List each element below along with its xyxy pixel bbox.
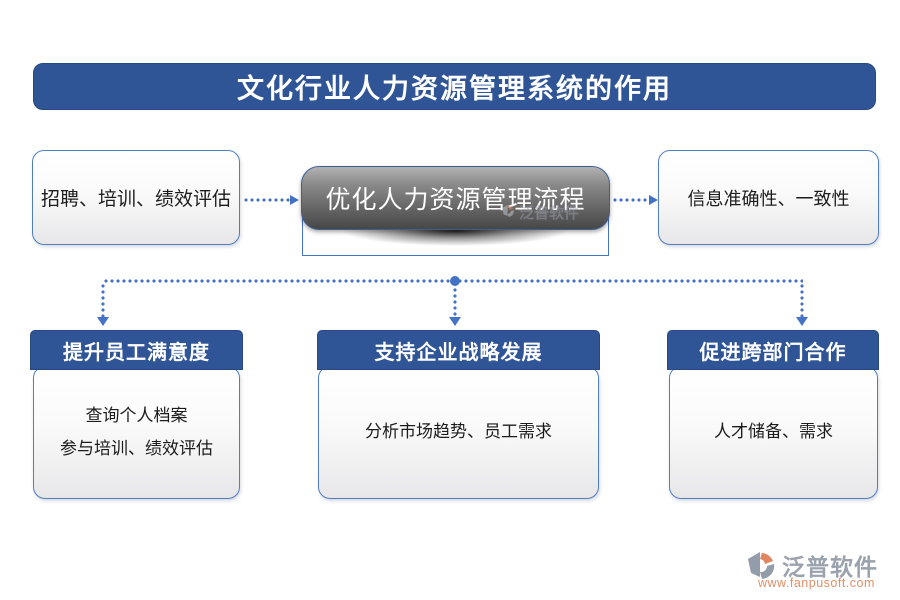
dotted-arrow-center-to-right — [612, 198, 650, 202]
connector-vertical-right — [800, 283, 804, 318]
connector-junction-dot — [450, 276, 460, 286]
dotted-arrow-left-to-center — [243, 198, 291, 202]
flow-box-accuracy-consistency: 信息准确性、一致性 — [658, 150, 879, 245]
card-body-line: 人才储备、需求 — [714, 422, 833, 442]
vendor-logo: 泛普软件 www.fanpusoft.com — [742, 548, 882, 592]
center-shadow — [312, 229, 598, 253]
vendor-logo-url: www.fanpusoft.com — [758, 576, 875, 590]
flow-box-optimize-process: 优化人力资源管理流程 — [301, 166, 610, 230]
card-header-label: 促进跨部门合作 — [699, 341, 847, 364]
card-header-label: 支持企业战略发展 — [374, 341, 543, 364]
watermark-text: 泛普软件 — [519, 204, 580, 222]
card-header-label: 提升员工满意度 — [63, 341, 210, 364]
connector-vertical-left — [101, 283, 105, 318]
benefit-card-body-collaboration: 人才储备、需求 — [669, 366, 878, 499]
arrowhead-right-icon — [290, 195, 299, 205]
watermark: 泛普软件 — [500, 202, 579, 222]
arrowhead-right-icon — [649, 195, 658, 205]
benefit-card-header-strategy: 支持企业战略发展 — [317, 330, 600, 370]
arrowhead-down-icon — [97, 317, 109, 326]
benefit-card-header-satisfaction: 提升员工满意度 — [30, 330, 243, 370]
vendor-logo-name: 泛普软件 — [782, 554, 878, 580]
arrowhead-down-icon — [449, 317, 461, 326]
flow-box-label: 信息准确性、一致性 — [687, 188, 850, 209]
connector-vertical-center — [453, 287, 457, 318]
card-body-line: 参与培训、绩效评估 — [60, 438, 213, 458]
flow-box-label: 优化人力资源管理流程 — [325, 187, 586, 214]
flow-box-recruit-train-evaluate: 招聘、培训、绩效评估 — [32, 150, 240, 245]
title-banner: 文化行业人力资源管理系统的作用 — [33, 63, 876, 110]
page-title: 文化行业人力资源管理系统的作用 — [237, 74, 672, 104]
vendor-logo-icon — [748, 552, 775, 579]
benefit-card-header-collaboration: 促进跨部门合作 — [667, 330, 879, 370]
card-body-line: 分析市场趋势、员工需求 — [365, 422, 552, 442]
benefit-card-body-satisfaction: 查询个人档案 参与培训、绩效评估 — [33, 366, 240, 499]
benefit-card-body-strategy: 分析市场趋势、员工需求 — [318, 366, 599, 499]
arrowhead-down-icon — [796, 317, 808, 326]
watermark-logo-icon — [502, 204, 514, 217]
card-body-line: 查询个人档案 — [85, 406, 188, 426]
flow-box-label: 招聘、培训、绩效评估 — [40, 189, 231, 210]
